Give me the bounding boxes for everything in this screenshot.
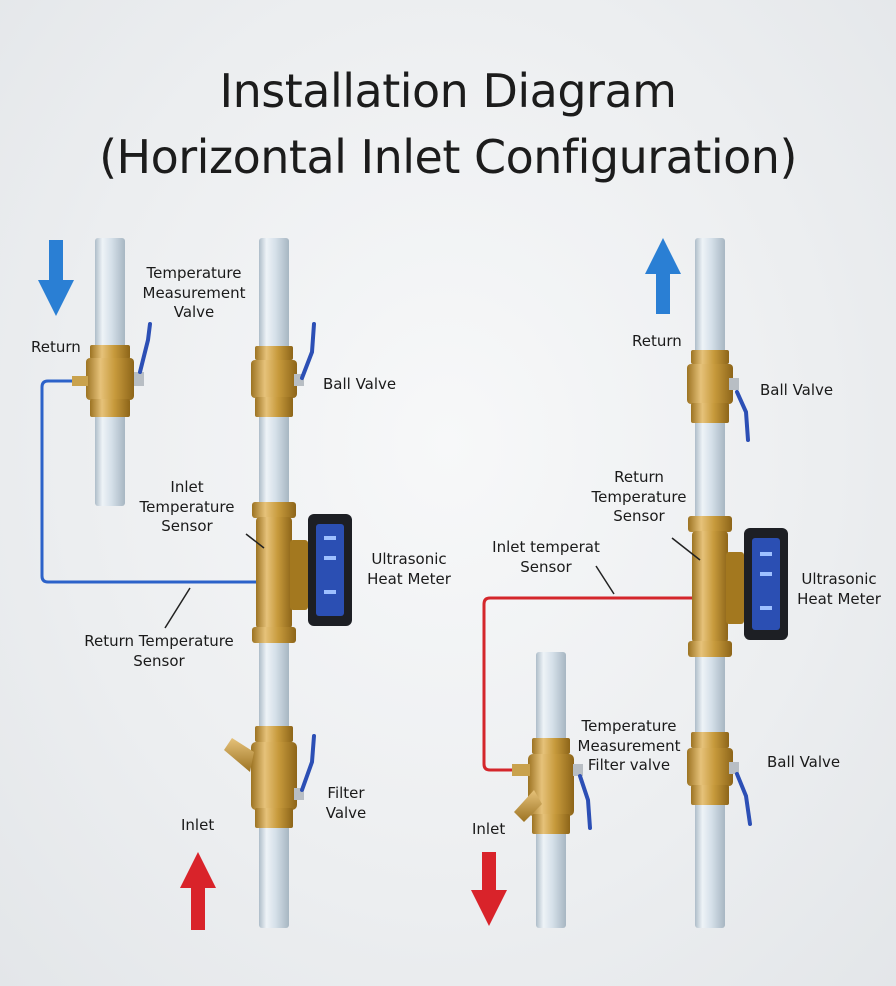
left-inlet-temperature-sensor-label: Inlet Temperature Sensor <box>139 478 235 535</box>
right-inlet-temperature-sensor-label: Inlet temperat Sensor <box>492 538 600 576</box>
left-filter-valve <box>224 726 316 828</box>
page-subtitle: (Horizontal Inlet Configuration) <box>99 130 797 184</box>
right-heat-meter-assembly <box>688 516 788 657</box>
right-return-label: Return <box>632 332 682 350</box>
right-inlet-sensor-leader <box>595 565 615 595</box>
right-heat-meter-label: Ultrasonic Heat Meter <box>797 570 881 608</box>
right-inlet-label: Inlet <box>472 820 506 838</box>
left-return-wire <box>40 379 326 584</box>
left-temperature-measurement-valve <box>72 322 152 417</box>
left-heat-meter-assembly <box>252 502 352 643</box>
right-inlet-wire <box>482 596 766 772</box>
left-heat-meter-label: Ultrasonic Heat Meter <box>367 550 451 588</box>
left-filter-valve-label: Filter Valve <box>325 784 367 822</box>
left-temperature-measurement-valve-label: Temperature Measurement Valve <box>142 264 246 321</box>
left-ball-valve <box>251 322 316 417</box>
right-inlet-flow-arrow <box>471 852 507 926</box>
left-return-sensor-leader <box>164 587 191 629</box>
right-ball-valve-bottom-label: Ball Valve <box>767 753 841 771</box>
right-temperature-filter-valve <box>512 738 592 834</box>
left-inlet-sensor-leader <box>245 533 265 549</box>
right-return-sensor-leader <box>671 537 701 561</box>
left-return-flow-arrow <box>38 240 74 316</box>
left-inlet-label: Inlet <box>181 816 215 834</box>
right-ball-valve-top <box>687 350 750 442</box>
left-ball-valve-label: Ball Valve <box>323 375 397 393</box>
right-return-flow-arrow <box>645 238 681 314</box>
page-title: Installation Diagram <box>219 64 677 118</box>
left-return-temperature-sensor-label: Return Temperature Sensor <box>84 632 234 670</box>
right-ball-valve-top-label: Ball Valve <box>760 381 834 399</box>
right-temperature-filter-valve-label: Temperature Measurement Filter valve <box>577 717 681 774</box>
left-return-label: Return <box>31 338 81 356</box>
right-return-temperature-sensor-label: Return Temperature Sensor <box>591 468 687 525</box>
left-inlet-flow-arrow <box>180 852 216 930</box>
right-ball-valve-bottom <box>687 732 752 826</box>
